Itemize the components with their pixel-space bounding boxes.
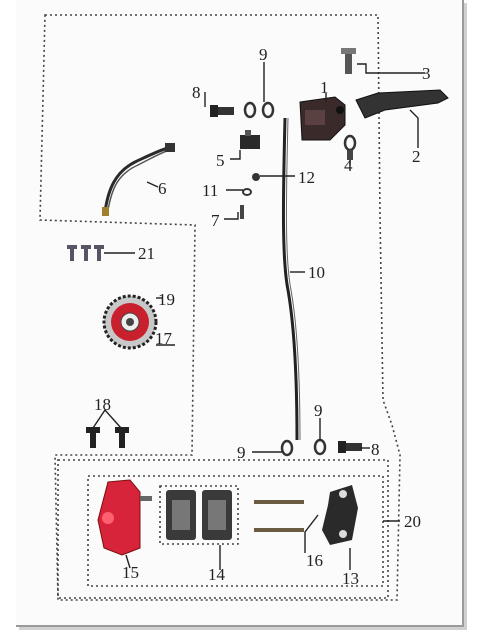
sealing-washer-mid bbox=[313, 438, 327, 456]
label-part-17: 17 bbox=[155, 329, 173, 348]
lever-nut bbox=[343, 134, 357, 160]
caliper-bracket bbox=[322, 485, 358, 545]
banjo-bolt-top bbox=[210, 105, 234, 117]
small-screw bbox=[240, 205, 244, 219]
label-part-9-mid: 9 bbox=[314, 401, 323, 420]
slide-pins bbox=[254, 500, 304, 532]
banjo-fitting bbox=[252, 173, 260, 181]
brake-switch bbox=[240, 130, 260, 149]
label-part-4: 4 bbox=[344, 156, 353, 175]
brake-lever bbox=[355, 89, 449, 119]
brake-pad-boundary bbox=[159, 485, 239, 545]
label-part-5: 5 bbox=[216, 151, 225, 170]
label-part-9-top: 9 bbox=[259, 45, 268, 64]
caliper-inner-boundary bbox=[87, 475, 384, 587]
label-part-3: 3 bbox=[422, 64, 431, 83]
label-part-21: 21 bbox=[138, 244, 155, 263]
label-part-15: 15 bbox=[122, 563, 139, 582]
sealing-washer-low bbox=[280, 439, 294, 457]
caliper-bolts bbox=[86, 427, 129, 448]
label-part-10: 10 bbox=[308, 263, 325, 282]
label-part-12: 12 bbox=[298, 168, 315, 187]
label-part-8-top: 8 bbox=[192, 83, 201, 102]
label-part-2: 2 bbox=[412, 147, 421, 166]
brake-pads bbox=[166, 490, 232, 540]
switch-wire bbox=[102, 143, 175, 216]
washer bbox=[242, 188, 252, 196]
label-part-11: 11 bbox=[202, 181, 218, 200]
banjo-bolt-bottom bbox=[338, 441, 362, 453]
label-part-16: 16 bbox=[306, 551, 323, 570]
label-part-6: 6 bbox=[158, 179, 167, 198]
label-part-8-bottom: 8 bbox=[371, 440, 380, 459]
brake-hose bbox=[281, 117, 301, 441]
sealing-washers-top bbox=[243, 101, 275, 119]
label-part-18: 18 bbox=[94, 395, 111, 414]
label-part-9-low: 9 bbox=[237, 443, 246, 462]
label-part-13: 13 bbox=[342, 569, 359, 588]
label-part-7: 7 bbox=[211, 211, 220, 230]
label-part-19: 19 bbox=[158, 290, 175, 309]
label-part-1: 1 bbox=[320, 78, 329, 97]
label-part-14: 14 bbox=[208, 565, 226, 584]
label-part-20: 20 bbox=[404, 512, 421, 531]
pivot-bolt bbox=[341, 48, 356, 74]
brake-caliper bbox=[97, 479, 152, 556]
caliper-assembly-boundary bbox=[57, 459, 389, 599]
disc-bolts bbox=[67, 245, 104, 261]
master-cylinder bbox=[299, 96, 346, 141]
assembly-boundary bbox=[39, 14, 401, 601]
brake-disc bbox=[102, 294, 158, 350]
